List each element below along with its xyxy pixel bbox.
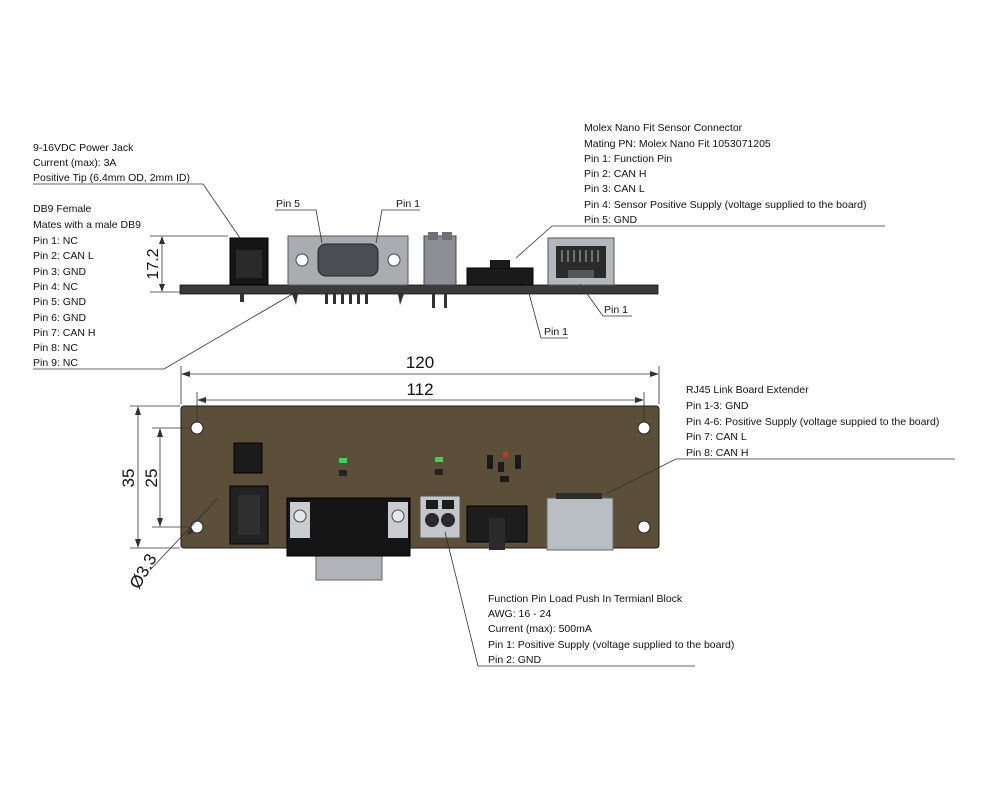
- side-terminal-block: [423, 235, 457, 286]
- dim-depth-overall: 35: [119, 405, 180, 549]
- note-line: Pin 9: NC: [33, 357, 78, 369]
- note-db9: DB9 Female Mates with a male DB9 Pin 1: …: [33, 203, 141, 369]
- side-db9-screw-right: [387, 253, 401, 267]
- note-line: Pin 1-3: GND: [686, 400, 749, 412]
- dim-height: 17.2: [145, 235, 228, 293]
- leader-lines: [33, 183, 955, 667]
- mounting-hole-tl: [190, 421, 204, 435]
- note-line: Mating PN: Molex Nano Fit 1053071205: [584, 138, 771, 150]
- db9-pin1-label: Pin 1: [396, 198, 420, 210]
- top-power-jack-body: [238, 495, 260, 535]
- note-line: Pin 1: Function Pin: [584, 153, 672, 165]
- molex-pin1-label: Pin 1: [544, 326, 568, 338]
- note-line: Pin 1: Positive Supply (voltage supplied…: [488, 639, 734, 651]
- led-2-base: [435, 469, 443, 475]
- top-molex-latch: [489, 518, 505, 550]
- dim-depth-holes-label: 25: [142, 469, 161, 488]
- leader-power-jack: [33, 183, 241, 239]
- small-components: [487, 452, 521, 482]
- note-line: Pin 6: GND: [33, 312, 87, 324]
- note-line: Function Pin Load Push In Termianl Block: [488, 593, 683, 605]
- side-rj45-latch: [568, 270, 594, 278]
- dim-depth-overall-label: 35: [119, 469, 138, 488]
- note-line: Pin 1: NC: [33, 235, 78, 247]
- side-terminal-pin: [444, 294, 447, 308]
- side-view: [179, 232, 659, 308]
- note-line: Mates with a male DB9: [33, 219, 141, 231]
- top-terminal-port-1: [425, 513, 439, 527]
- dim-height-label: 17.2: [145, 248, 162, 279]
- top-view: [180, 405, 660, 581]
- note-line: Pin 8: NC: [33, 342, 78, 354]
- leader-molex-pin1: [525, 281, 568, 339]
- top-terminal-port-2: [441, 513, 455, 527]
- note-line: Pin 2: CAN H: [584, 168, 646, 180]
- side-db9-screw-left: [295, 253, 309, 267]
- note-line: DB9 Female: [33, 203, 92, 215]
- note-line: Current (max): 500mA: [488, 623, 592, 635]
- dim-width-holes-label: 112: [406, 380, 433, 399]
- dim-width-overall: 120: [180, 353, 660, 404]
- top-terminal-lever-1: [426, 500, 438, 509]
- note-line: RJ45 Link Board Extender: [686, 384, 809, 396]
- leader-db9-pin1: [375, 209, 420, 244]
- side-db9-face: [317, 243, 379, 277]
- led-2: [435, 457, 443, 462]
- note-line: Pin 3: GND: [33, 266, 87, 278]
- top-terminal-lever-2: [442, 500, 454, 509]
- note-terminal-block: Function Pin Load Push In Termianl Block…: [488, 593, 734, 666]
- leader-db9-pin5: [275, 209, 323, 244]
- top-db9-screw-right: [391, 509, 405, 523]
- mounting-hole-tr: [637, 421, 651, 435]
- leader-terminal-block: [444, 531, 695, 667]
- top-rj45-contacts: [556, 493, 602, 499]
- rj45-pin1-label: Pin 1: [604, 304, 628, 316]
- note-line: 9-16VDC Power Jack: [33, 142, 134, 154]
- dim-width-overall-label: 120: [406, 353, 434, 372]
- mounting-hole-br: [637, 520, 651, 534]
- leader-db9: [33, 291, 297, 370]
- dim-depth-holes: 25: [142, 427, 190, 528]
- leader-rj45-pin1: [579, 283, 632, 317]
- side-db9-pins: [292, 294, 404, 305]
- side-terminal-pin: [432, 294, 435, 308]
- note-power-jack: 9-16VDC Power Jack Current (max): 3A Pos…: [33, 142, 190, 184]
- side-molex-latch: [490, 260, 510, 268]
- note-line: Pin 7: CAN H: [33, 327, 95, 339]
- led-1-base: [339, 470, 347, 476]
- note-line: Pin 4: Sensor Positive Supply (voltage s…: [584, 199, 867, 211]
- side-power-jack-opening: [236, 250, 262, 278]
- note-rj45: RJ45 Link Board Extender Pin 1-3: GND Pi…: [686, 384, 939, 459]
- top-rj45: [546, 497, 614, 551]
- note-molex: Molex Nano Fit Sensor Connector Mating P…: [584, 122, 867, 226]
- dim-hole-diameter-label: Ø3.3: [126, 551, 161, 592]
- note-line: Pin 4-6: Positive Supply (voltage suppie…: [686, 416, 939, 428]
- note-line: Pin 2: CAN L: [33, 250, 94, 262]
- side-terminal-lever-1: [428, 232, 438, 240]
- note-line: AWG: 16 - 24: [488, 608, 551, 620]
- top-power-jack-rear: [233, 442, 263, 474]
- note-line: Pin 5: GND: [584, 214, 638, 226]
- db9-pin5-label: Pin 5: [276, 198, 300, 210]
- top-db9-screw-left: [293, 509, 307, 523]
- side-rj45-contacts: [561, 250, 599, 262]
- side-terminal-lever-2: [442, 232, 452, 240]
- led-1: [339, 458, 347, 463]
- side-jack-pin: [240, 294, 244, 302]
- note-line: Positive Tip (6.4mm OD, 2mm ID): [33, 172, 190, 184]
- note-line: Pin 8: CAN H: [686, 447, 748, 459]
- note-line: Pin 5: GND: [33, 296, 87, 308]
- dim-width-holes: 112: [196, 380, 645, 422]
- side-molex: [466, 267, 534, 286]
- side-pcb: [179, 284, 659, 295]
- note-line: Pin 2: GND: [488, 654, 542, 666]
- leader-molex: [515, 225, 885, 259]
- note-line: Pin 7: CAN L: [686, 431, 747, 443]
- leader-rj45: [605, 458, 955, 495]
- note-line: Pin 3: CAN L: [584, 183, 645, 195]
- note-line: Molex Nano Fit Sensor Connector: [584, 122, 743, 134]
- note-line: Current (max): 3A: [33, 157, 116, 169]
- note-line: Pin 4: NC: [33, 281, 78, 293]
